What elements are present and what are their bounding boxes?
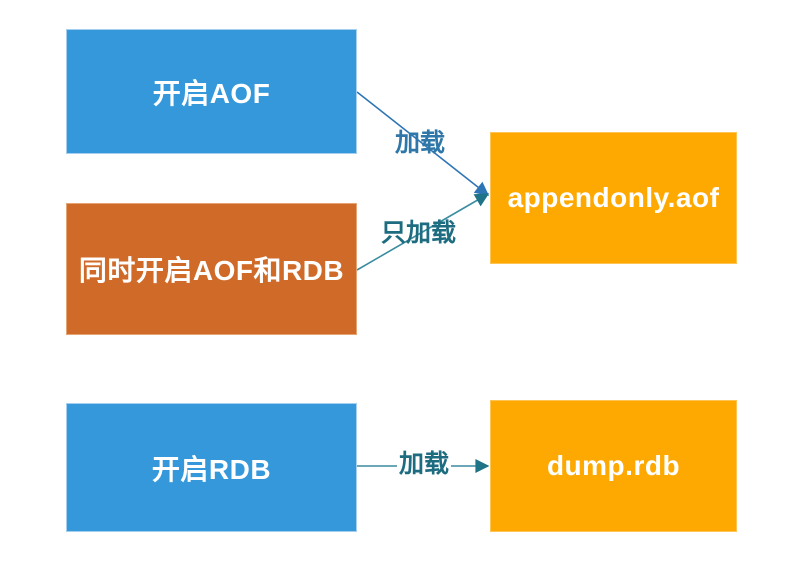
edge-label-load-aof: 加载 xyxy=(395,129,446,157)
edge-label-load-rdb: 加载 xyxy=(397,449,452,479)
node-open-rdb: 开启RDB xyxy=(66,403,357,532)
node-appendonly-aof-file-label: appendonly.aof xyxy=(507,182,720,213)
node-dump-rdb-file-label: dump.rdb xyxy=(546,450,681,481)
node-appendonly-aof-file: appendonly.aof xyxy=(490,132,737,264)
edge-label-only-load: 只加载 xyxy=(381,219,457,247)
node-dump-rdb-file: dump.rdb xyxy=(490,400,737,532)
node-open-aof-and-rdb-label: 同时开启AOF和RDB xyxy=(78,255,345,286)
node-open-aof-and-rdb: 同时开启AOF和RDB xyxy=(66,203,357,335)
node-open-rdb-label: 开启RDB xyxy=(151,453,272,485)
node-open-aof: 开启AOF xyxy=(66,29,357,154)
node-open-aof-label: 开启AOF xyxy=(152,77,271,109)
